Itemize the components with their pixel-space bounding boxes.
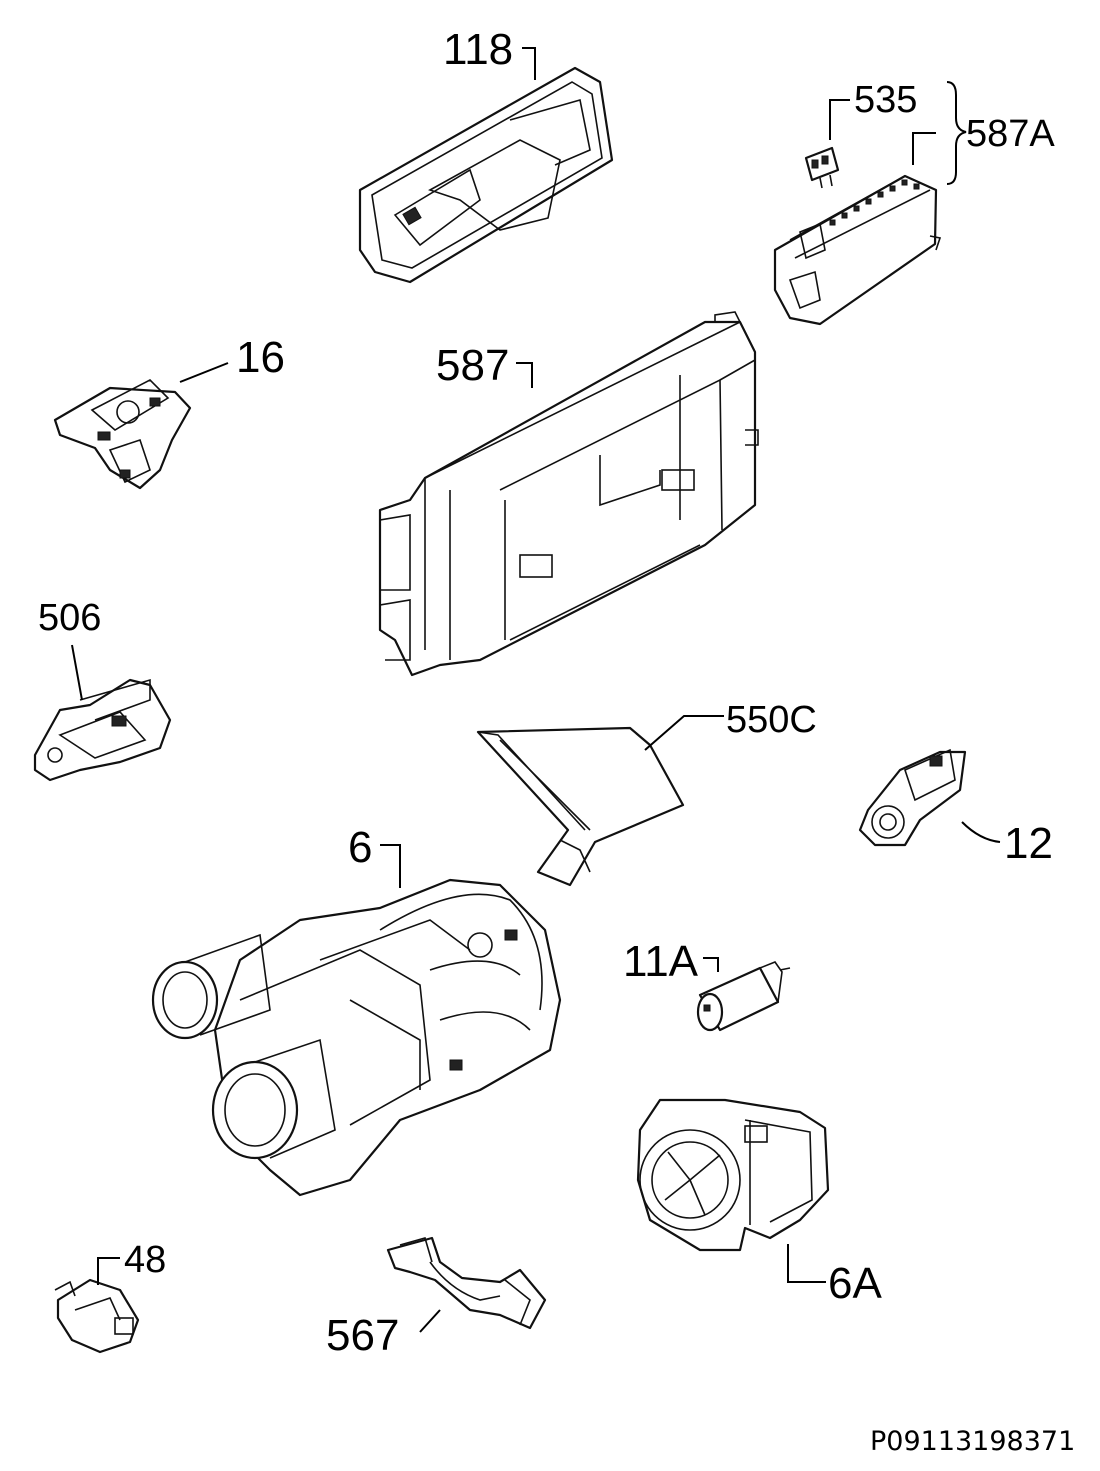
label-16: 16 xyxy=(236,333,285,382)
part-12-sensor[interactable] xyxy=(858,748,967,847)
part-535-connector[interactable] xyxy=(804,146,840,189)
leader-6 xyxy=(380,844,401,888)
label-48: 48 xyxy=(124,1239,166,1281)
label-550C: 550C xyxy=(726,699,817,741)
part-11A-capacitor[interactable] xyxy=(696,961,791,1032)
label-506: 506 xyxy=(38,597,101,639)
label-587: 587 xyxy=(436,341,509,390)
part-506-switch[interactable] xyxy=(33,678,172,782)
leader-506 xyxy=(71,644,83,701)
part-567-clip[interactable] xyxy=(386,1236,547,1330)
part-16-door-lock[interactable] xyxy=(53,379,192,490)
label-11A: 11A xyxy=(623,937,699,986)
leader-12 xyxy=(961,821,1001,843)
label-12: 12 xyxy=(1004,819,1053,868)
part-118-tray[interactable] xyxy=(358,66,614,284)
leader-567 xyxy=(419,1309,441,1333)
label-118: 118 xyxy=(443,25,513,74)
part-587-main-module[interactable] xyxy=(378,311,759,677)
leader-11A xyxy=(703,957,719,972)
part-6A-drain-pump[interactable] xyxy=(636,1098,830,1252)
leader-118 xyxy=(522,47,536,80)
brace-587A xyxy=(946,81,967,185)
part-48-thermistor[interactable] xyxy=(54,1278,140,1354)
leader-6A xyxy=(787,1244,826,1283)
part-587A-pcb-module[interactable] xyxy=(773,174,942,326)
reference-code: P09113198371 xyxy=(870,1426,1075,1457)
leader-535 xyxy=(829,99,850,140)
leader-550C xyxy=(644,715,724,751)
leader-587A xyxy=(912,132,936,165)
part-6-circulation-pump[interactable] xyxy=(151,878,562,1197)
label-587A: 587A xyxy=(966,113,1055,155)
label-535: 535 xyxy=(854,79,917,121)
leader-48 xyxy=(97,1257,120,1285)
leader-16 xyxy=(179,362,229,383)
label-567: 567 xyxy=(326,1311,399,1360)
leader-587 xyxy=(516,362,533,388)
label-6A: 6A xyxy=(828,1259,882,1308)
part-550C-cover[interactable] xyxy=(476,726,685,887)
label-6: 6 xyxy=(348,823,372,872)
